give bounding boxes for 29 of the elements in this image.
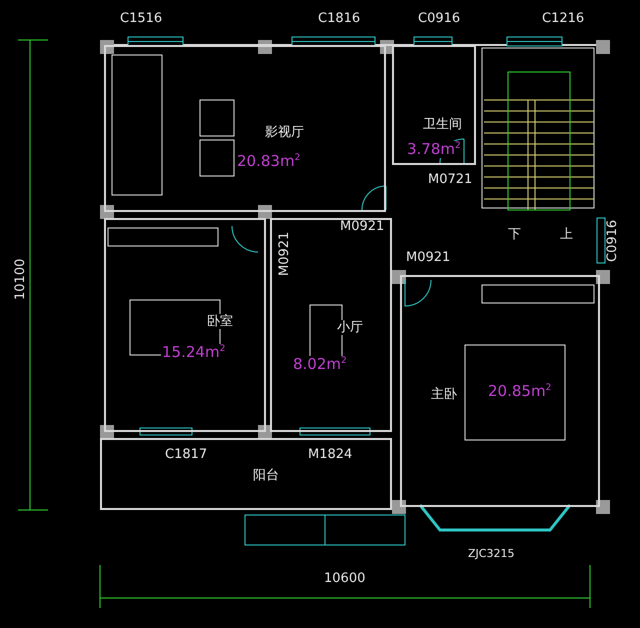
plan-label: ZJC3215	[468, 548, 514, 559]
room-name: 小厅	[336, 320, 364, 335]
plan-label: M0721	[428, 173, 472, 186]
plan-label: 下	[508, 228, 521, 241]
plan-label: C1817	[165, 448, 208, 461]
room-name: 卫生间	[422, 117, 463, 132]
room	[104, 45, 386, 212]
plan-label: C1516	[120, 12, 162, 25]
room	[400, 275, 600, 507]
plan-label: 10600	[324, 572, 366, 585]
plan-label: 上	[560, 228, 573, 241]
room	[100, 438, 392, 510]
room-area: 3.78m$^{2}$	[406, 141, 462, 158]
plan-label: C0916	[606, 220, 619, 262]
plan-label: M0921	[406, 251, 450, 264]
plan-label: C1816	[318, 12, 360, 25]
room	[270, 218, 392, 432]
plan-label: C0916	[418, 12, 460, 25]
plan-label: M0921	[340, 220, 384, 233]
room	[392, 45, 476, 165]
room-name: 影视厅	[264, 125, 305, 140]
room	[104, 218, 266, 432]
plan-label: C1216	[542, 12, 584, 25]
plan-label: 10100	[14, 258, 27, 300]
plan-label: M0921	[278, 232, 291, 276]
room-name: 主卧	[430, 387, 458, 402]
room-name: 阳台	[252, 468, 280, 483]
plan-label: M1824	[308, 448, 352, 461]
room-name: 卧室	[206, 314, 234, 329]
